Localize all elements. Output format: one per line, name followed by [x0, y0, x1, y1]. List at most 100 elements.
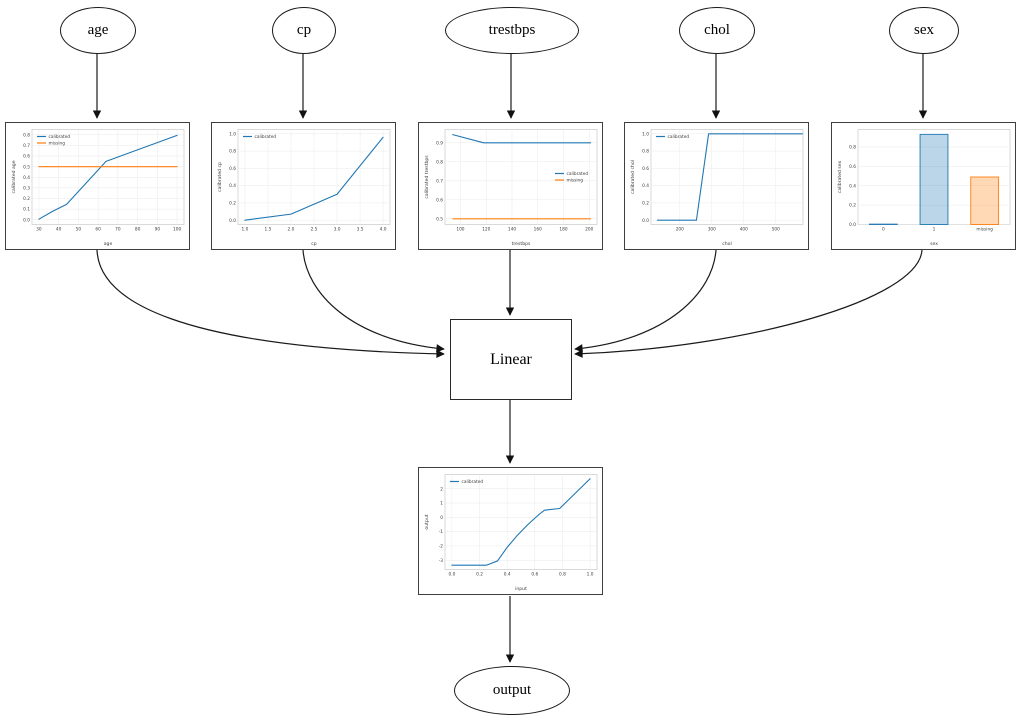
node-linear: Linear [450, 319, 572, 400]
y-tick-label: 0.2 [849, 203, 856, 209]
y-tick-label: -1 [439, 529, 444, 535]
node-cp-label: cp [296, 22, 312, 38]
y-tick-label: 0.9 [436, 140, 443, 146]
plot-area [444, 474, 598, 570]
x-tick-label: 60 [95, 227, 101, 233]
y-tick-label: 0.7 [436, 178, 443, 184]
y-tick-label: 0.4 [642, 183, 649, 189]
x-tick-label: 0.4 [504, 572, 511, 578]
x-tick-label: 40 [56, 227, 62, 233]
x-tick-label: 3.0 [334, 227, 341, 233]
y-tick-label: 0.8 [436, 159, 443, 165]
y-tick-label: 0.4 [849, 183, 856, 189]
y-tick-label: 0.6 [229, 166, 236, 172]
x-tick-label: 400 [740, 227, 748, 233]
legend-label-missing: missing [567, 178, 584, 184]
x-axis-label: age [104, 242, 113, 247]
legend-label-calibrated: calibrated [49, 134, 71, 140]
y-axis-label: calibrated age [11, 160, 17, 193]
x-tick-label: 0.0 [448, 572, 455, 578]
node-sex: sex [889, 7, 959, 54]
y-tick-label: 0.2 [23, 196, 30, 202]
y-tick-label: 0.6 [849, 164, 856, 170]
edge-age-plot-to-linear [96, 249, 445, 359]
x-tick-label: 180 [559, 227, 567, 233]
y-tick-label: 0 [440, 515, 443, 521]
x-tick-label: 500 [772, 227, 780, 233]
node-chol-label: chol [704, 22, 730, 38]
y-tick-label: 0.8 [229, 149, 236, 155]
edge-chol-plot-to-linear [574, 249, 717, 353]
y-tick-label: 1.0 [229, 131, 236, 137]
x-tick-label: 80 [135, 227, 141, 233]
node-output-label: output [492, 682, 532, 698]
x-tick-label: 30 [36, 227, 42, 233]
y-tick-label: 0.6 [23, 154, 30, 160]
y-tick-label: 0.8 [23, 132, 30, 138]
y-axis-label: calibrated sex [837, 161, 843, 194]
legend-label-calibrated: calibrated [668, 134, 690, 140]
y-tick-label: 0.4 [23, 175, 30, 181]
y-axis-label: calibrated cp [217, 162, 223, 192]
y-tick-label: 1.0 [642, 131, 649, 137]
x-tick-label: 4.0 [380, 227, 387, 233]
y-tick-label: 0.6 [642, 166, 649, 172]
x-tick-label: 120 [482, 227, 490, 233]
y-tick-label: 0.6 [436, 197, 443, 203]
node-linear-label: Linear [490, 350, 532, 368]
y-tick-label: 1 [440, 501, 443, 507]
y-tick-label: 0.8 [642, 149, 649, 155]
y-tick-label: 0.0 [849, 222, 856, 228]
edge-cp-plot-to-linear [302, 249, 445, 353]
x-tick-label: 100 [456, 227, 464, 233]
y-tick-label: 0.5 [436, 216, 443, 222]
node-trestbps: trestbps [445, 7, 579, 54]
y-tick-label: 0.2 [229, 201, 236, 207]
x-tick-label: 300 [708, 227, 716, 233]
x-axis-label: sex [930, 242, 938, 247]
node-output: output [454, 666, 570, 715]
x-tick-label: 2.0 [288, 227, 295, 233]
legend-label-calibrated: calibrated [255, 134, 277, 140]
edge-sex-plot-to-linear [574, 249, 923, 358]
y-tick-label: -2 [439, 544, 444, 550]
x-tick-label: 2.5 [311, 227, 318, 233]
y-tick-label: 0.0 [23, 217, 30, 223]
legend-label-calibrated: calibrated [462, 479, 484, 485]
y-tick-label: 0.5 [23, 164, 30, 170]
x-axis-label: cp [311, 242, 317, 247]
bar-missing [970, 176, 1000, 225]
x-axis-label: chol [722, 241, 732, 247]
y-tick-label: 0.1 [23, 207, 30, 213]
x-tick-label: 1 [933, 227, 936, 233]
y-tick-label: 0.0 [642, 218, 649, 224]
plot-area [444, 129, 598, 225]
node-age: age [60, 7, 136, 54]
x-tick-label: 70 [115, 227, 121, 233]
x-tick-label: missing [976, 227, 993, 233]
node-sex-label: sex [914, 22, 934, 38]
y-tick-label: 0.7 [23, 143, 30, 149]
x-tick-label: 0.2 [476, 572, 483, 578]
x-tick-label: 0.8 [559, 572, 566, 578]
x-tick-label: 90 [155, 227, 161, 233]
x-tick-label: 0 [882, 227, 885, 233]
y-tick-label: 0.4 [229, 183, 236, 189]
plot-area [650, 129, 804, 225]
y-tick-label: 0.3 [23, 185, 30, 191]
x-tick-label: 100 [173, 227, 181, 233]
x-tick-label: 1.0 [241, 227, 248, 233]
x-tick-label: 1.0 [587, 572, 594, 578]
bar-1 [919, 133, 949, 225]
series-calibrated [244, 136, 384, 221]
legend-label-calibrated: calibrated [567, 171, 589, 177]
x-axis-label: input [515, 586, 527, 592]
